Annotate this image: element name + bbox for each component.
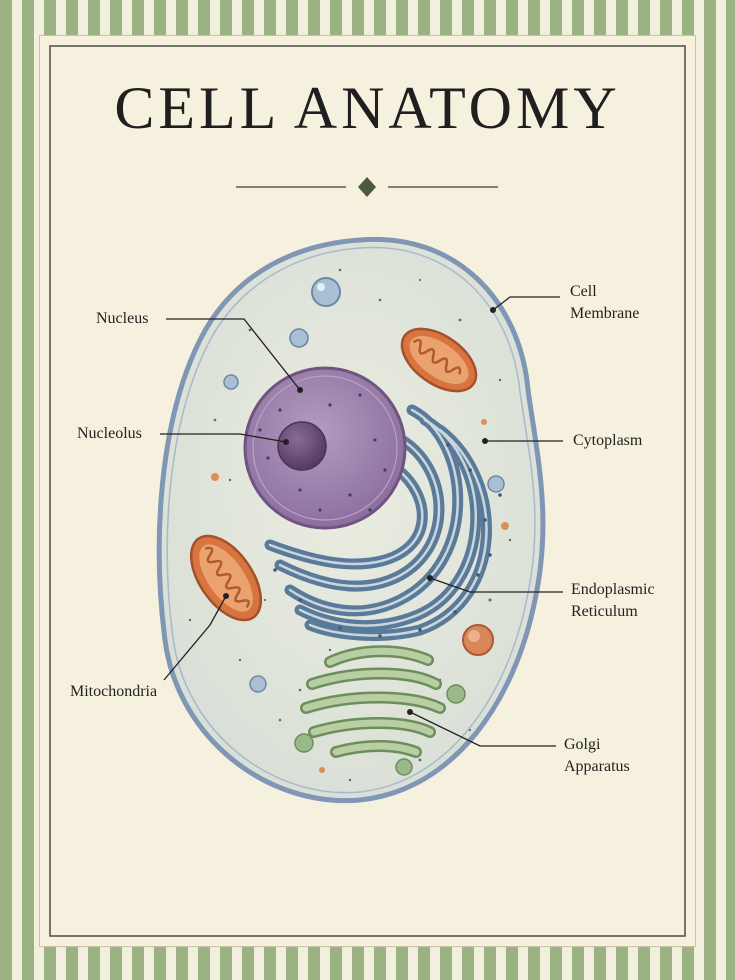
golgi-apparatus [300,645,446,758]
cell-membrane-inner [166,246,536,794]
leader-lines [160,296,563,747]
label-er-line-1: Endoplasmic [571,581,655,598]
leader-nucleus [166,318,301,391]
endoplasmic-reticulum [264,404,502,641]
leader-dots [223,307,496,715]
mitochondrion-top [400,327,478,393]
label-endoplasmic-reticulum: Endoplasmic Reticulum [571,579,655,623]
vesicles [211,277,509,776]
label-golgi-apparatus: Golgi Apparatus [564,734,630,778]
label-mitochondria: Mitochondria [70,683,158,700]
label-cytoplasm: Cytoplasm [573,432,643,449]
label-cell-membrane-line-2: Membrane [570,305,640,322]
leader-cell-membrane [492,296,560,311]
label-er-line-2: Reticulum [571,603,638,620]
page-title: CELL ANATOMY [114,75,621,141]
mitochondrion-left [189,534,263,622]
label-golgi-line-2: Apparatus [564,758,630,775]
label-nucleus: Nucleus [96,310,149,327]
nucleolus [277,421,327,471]
leader-golgi [409,711,556,747]
leader-mitochondria [163,595,227,681]
frame-border [49,45,686,937]
leader-er [429,577,563,593]
label-cell-membrane-line-1: Cell [570,283,597,300]
leader-nucleolus [160,433,287,443]
label-cell-membrane: Cell Membrane [570,281,639,325]
diamond-ornament-icon [358,177,376,197]
label-nucleolus: Nucleolus [77,425,142,442]
label-golgi-line-1: Golgi [564,736,601,753]
